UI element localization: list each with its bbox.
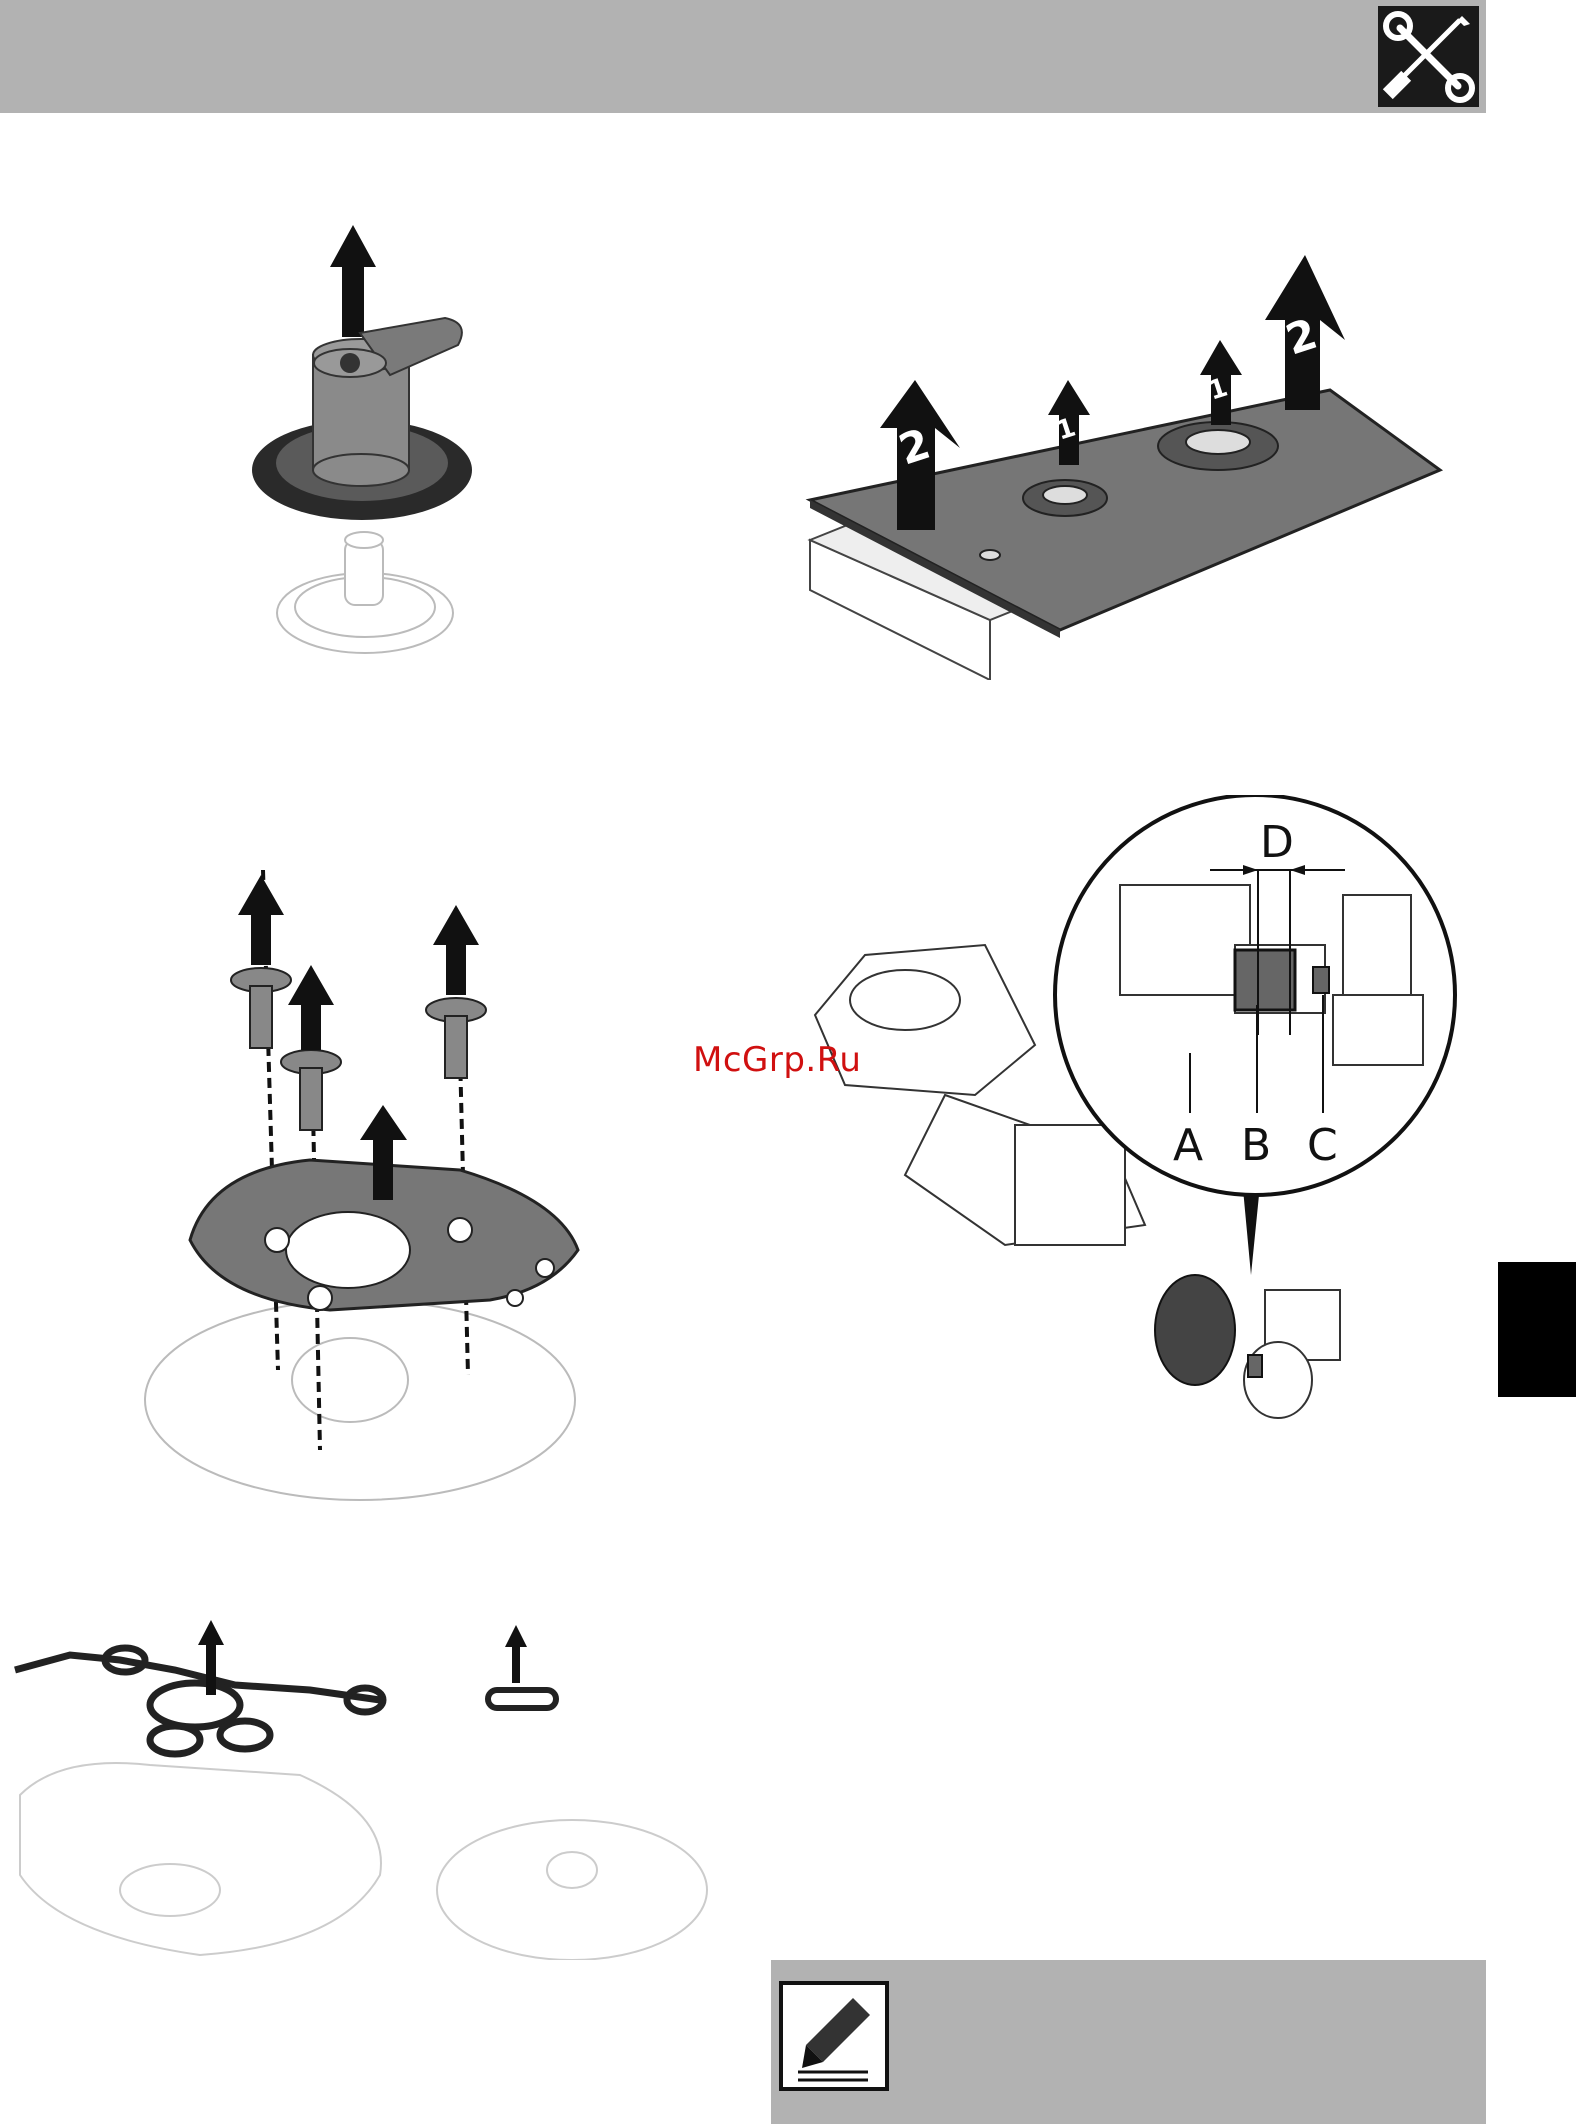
- part-label-a: A: [1173, 1120, 1203, 1171]
- watermark: McGrp.Ru: [693, 1040, 861, 1080]
- figure-gaskets: [0, 1615, 720, 1960]
- tools-icon: [1378, 6, 1479, 107]
- pencil-note-icon: [778, 1980, 890, 2092]
- figure-burner-plate-screws: [130, 870, 600, 1510]
- part-label-c: C: [1307, 1120, 1338, 1171]
- figure-knob-removal: [240, 215, 480, 655]
- figure-hob-panel: 2 1 1 2: [800, 250, 1460, 680]
- figure-nozzle-detail: D A B C: [785, 795, 1465, 1435]
- header-bar: [0, 0, 1486, 113]
- dimension-label-d: D: [1260, 817, 1294, 868]
- section-tab: [1498, 1262, 1576, 1397]
- part-label-b: B: [1241, 1120, 1271, 1171]
